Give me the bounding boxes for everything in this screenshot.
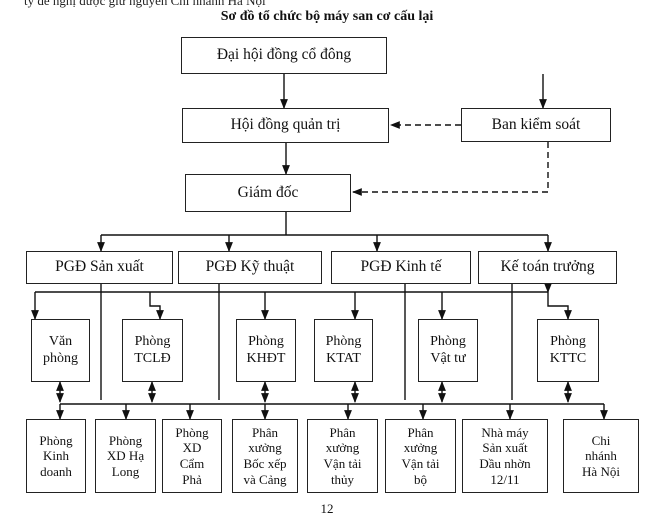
node-phong-xd-ha-long: Phòng XD Hạ Long (95, 419, 156, 493)
node-giam-doc: Giám đốc (185, 174, 351, 212)
node-phong-kttc: Phòng KTTC (537, 319, 599, 382)
node-phong-tcld: Phòng TCLĐ (122, 319, 183, 382)
dashed-bks-gd (352, 142, 549, 196)
node-pgd-san-xuat: PGĐ Sản xuất (26, 251, 173, 284)
node-dai-hoi-dong-co-dong: Đại hội đồng cổ đông (181, 37, 387, 74)
node-chi-nhanh-ha-noi: Chi nhánh Hà Nội (563, 419, 639, 493)
node-phong-khdt: Phòng KHĐT (236, 319, 296, 382)
node-px-van-tai-bo: Phân xưởng Vận tải bộ (385, 419, 456, 493)
node-px-boc-xep-va-cang: Phân xưởng Bốc xếp và Cảng (232, 419, 298, 493)
node-phong-vat-tu: Phòng Vật tư (418, 319, 478, 382)
node-phong-xd-cam-pha: Phòng XD Cẩm Phả (162, 419, 222, 493)
node-ban-kiem-soat: Ban kiểm soát (461, 108, 611, 142)
node-hoi-dong-quan-tri: Hội đồng quản trị (182, 108, 389, 143)
node-pgd-ky-thuat: PGĐ Kỹ thuật (178, 251, 322, 284)
cut-off-text-line: tỷ đề nghị được giữ nguyên Chi nhánh Hà … (24, 0, 266, 8)
page-number: 12 (320, 501, 334, 516)
node-van-phong: Văn phòng (31, 319, 90, 382)
node-nha-may-dau-nhon: Nhà máy Sản xuất Dầu nhờn 12/11 (462, 419, 548, 493)
diagram-title: Sơ đồ tổ chức bộ máy san cơ cấu lại (220, 9, 434, 24)
node-pgd-kinh-te: PGĐ Kinh tế (331, 251, 471, 284)
node-px-van-tai-thuy: Phân xưởng Vận tải thủy (307, 419, 378, 493)
node-phong-ktat: Phòng KTAT (314, 319, 373, 382)
node-ke-toan-truong: Kế toán trưởng (478, 251, 617, 284)
node-phong-kinh-doanh: Phòng Kinh doanh (26, 419, 86, 493)
